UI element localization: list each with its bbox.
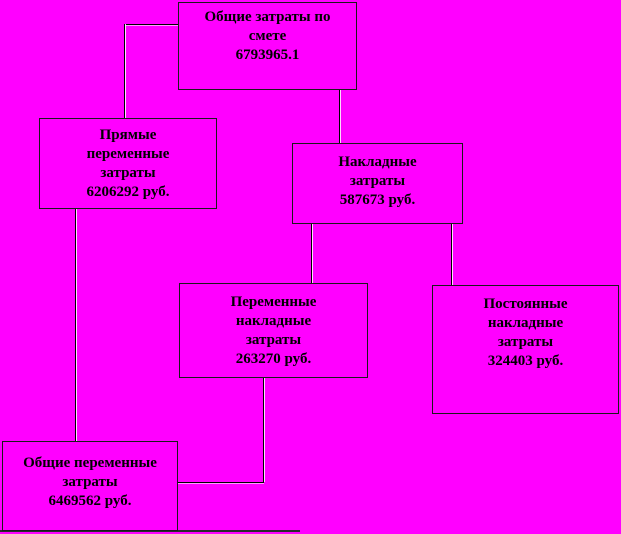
connector-total-to-direct-vertical-line [124,24,125,118]
node-value: 6206292 руб. [86,184,170,200]
node-value: 263270 руб. [235,351,312,367]
node-value: 587673 руб. [339,192,416,208]
connector-direct-to-total-variable-line [75,208,76,441]
connector-total-to-direct-horizontal-line [124,24,179,25]
node-text-line: Общие затраты по [204,9,331,25]
node-text-line: Накладные [338,154,417,170]
node-text-line: затраты [100,165,156,181]
bottom-edge-line [0,530,300,532]
node-text-line: Переменные [230,294,317,310]
connector-total-to-overhead-line [339,90,340,143]
node-total-estimate-costs: Общие затраты по смете 6793965.1 [178,2,357,90]
connector-variable-overhead-to-total-variable-vertical-line [263,378,264,482]
node-text-line: переменные [86,146,170,162]
node-value: 6469562 руб. [48,493,132,509]
node-text-line: Прямые [99,127,157,143]
node-overhead-costs: Накладные затраты 587673 руб. [292,143,463,224]
node-text-line: накладные [487,315,564,331]
node-value: 324403 руб. [487,353,564,369]
node-text-line: затраты [245,332,302,348]
node-total-variable-costs: Общие переменные затраты 6469562 руб. [2,441,178,531]
node-variable-overhead-costs: Переменные накладные затраты 263270 руб. [179,283,368,378]
node-text-line: накладные [235,313,312,329]
node-text-line: затраты [349,173,406,189]
node-text-line: затраты [497,334,554,350]
node-text-line: затраты [62,474,118,490]
node-value: 6793965.1 [235,47,300,63]
node-text-line: смете [248,28,287,44]
node-direct-variable-costs: Прямые переменные затраты 6206292 руб. [39,118,217,209]
node-text-line: Общие переменные [23,455,157,471]
node-fixed-overhead-costs: Постоянные накладные затраты 324403 руб. [432,285,619,414]
connector-variable-overhead-to-total-variable-horizontal-line [178,482,264,483]
node-text-line: Постоянные [483,296,568,312]
connector-overhead-to-variable-overhead-line [311,224,312,283]
connector-overhead-to-fixed-overhead-line [451,224,452,285]
